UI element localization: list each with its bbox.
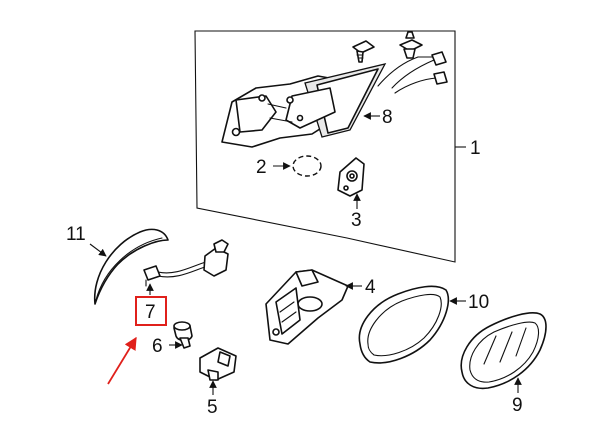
callout-3: 3	[351, 210, 362, 231]
mirror-housing-base	[265, 269, 349, 345]
temperature-sensor-cable	[143, 239, 229, 287]
callout-10: 10	[468, 292, 489, 313]
callout-7: 7	[145, 302, 156, 323]
wire-harness	[377, 51, 448, 94]
screw-fastener	[352, 40, 375, 63]
callout-11: 11	[66, 224, 86, 245]
callout-11-leader	[89, 243, 107, 257]
mirror-gasket-ring	[292, 155, 322, 177]
callout-7-highlight-box	[135, 296, 167, 326]
mirror-bracket-assembly	[221, 63, 387, 148]
callout-5: 5	[207, 397, 218, 418]
callout-6: 6	[152, 336, 163, 357]
clip-fastener	[399, 31, 423, 59]
callout-9: 9	[512, 395, 523, 416]
small-mount-bracket	[337, 157, 365, 197]
callout-8: 8	[382, 107, 393, 128]
mirror-glass-holder	[358, 285, 450, 364]
mirror-glass	[460, 312, 547, 390]
mirror-cover-cap	[93, 228, 169, 305]
callout-1: 1	[470, 138, 481, 159]
callout-4: 4	[365, 277, 376, 298]
lamp-bulb	[173, 321, 193, 349]
lamp-socket	[199, 347, 237, 381]
assembly-outline-box	[194, 30, 456, 263]
highlight-pointer-arrow	[107, 336, 137, 385]
callout-2: 2	[256, 157, 267, 178]
